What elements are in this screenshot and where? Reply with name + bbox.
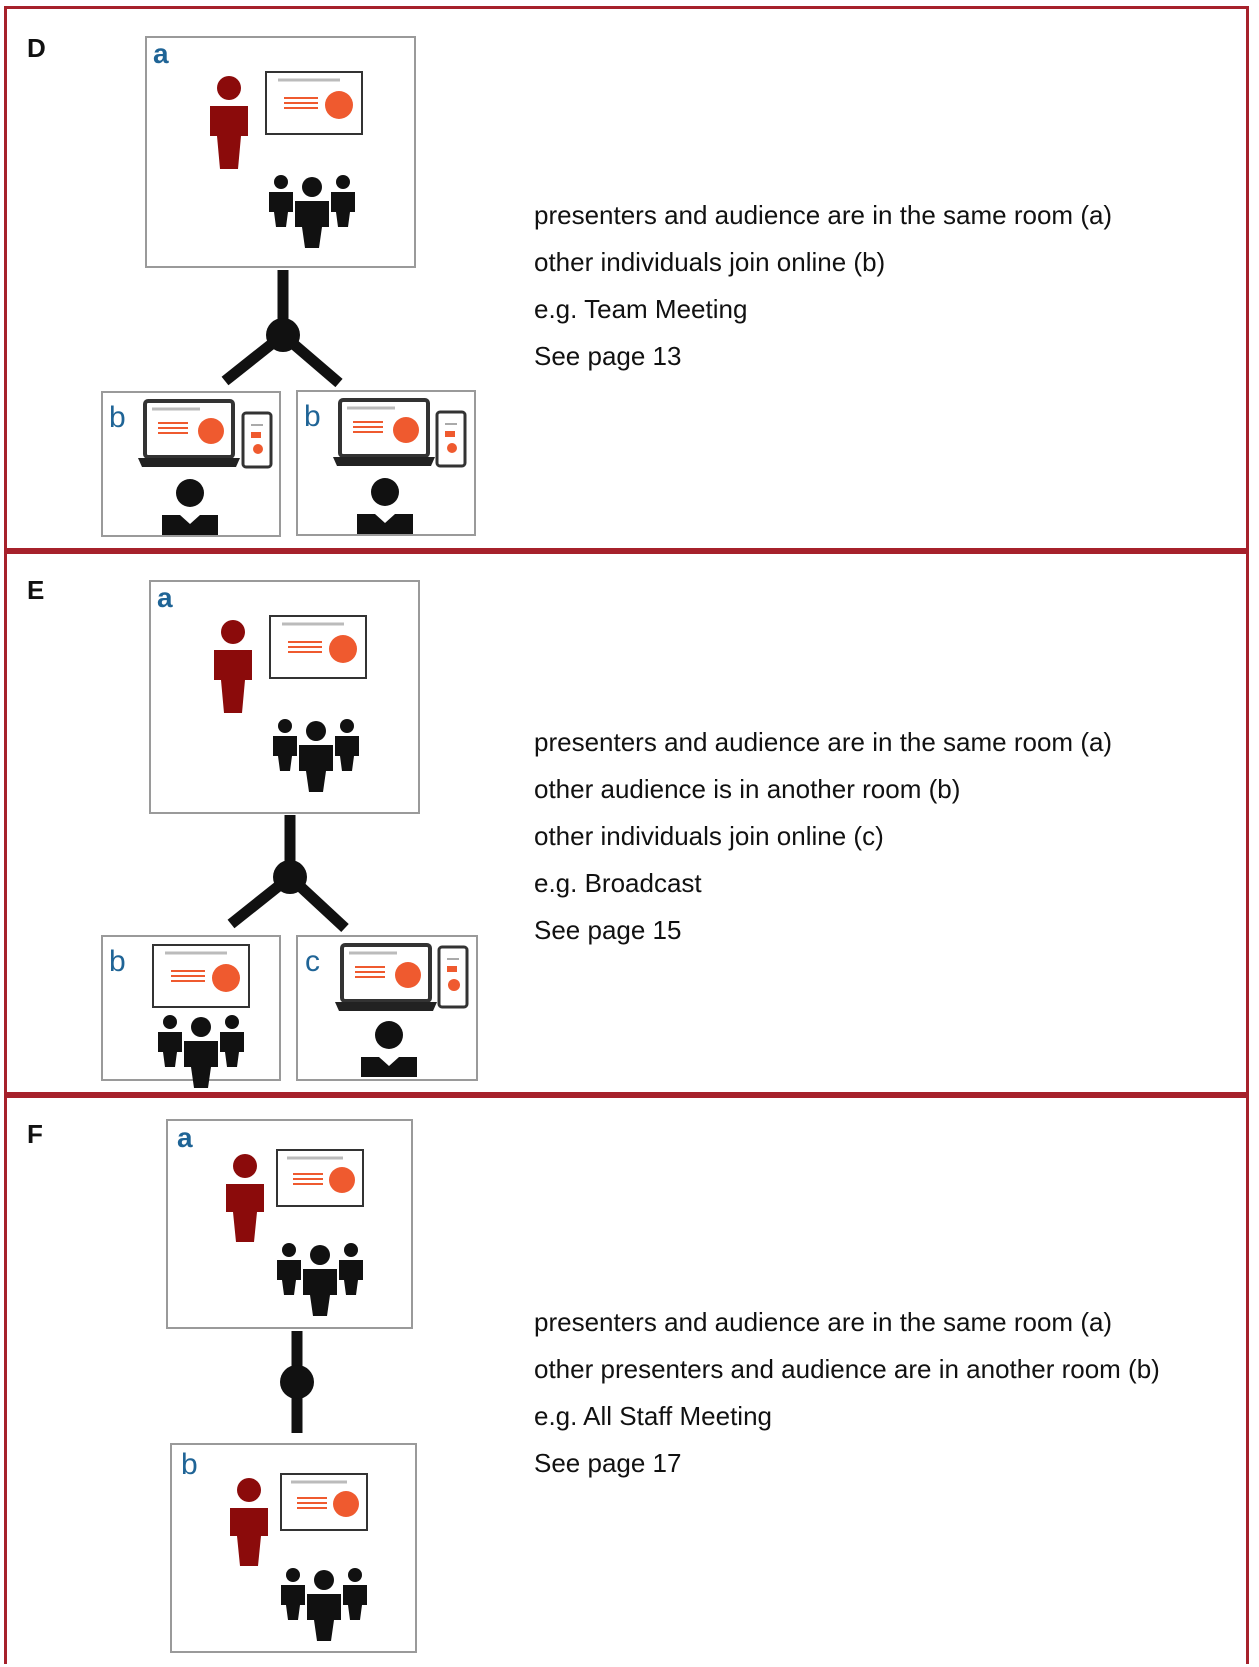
room-label: c [305, 945, 320, 978]
panel-letter: F [27, 1119, 43, 1149]
presentation-screen-icon [269, 615, 367, 679]
room-label: a [153, 38, 169, 69]
connector-hub [280, 1331, 314, 1433]
panel-letter: D [27, 33, 46, 63]
phone-icon [435, 410, 467, 468]
connection-diagram: a [101, 36, 476, 537]
presenter-icon [214, 620, 252, 713]
description-line: See page 15 [534, 915, 682, 945]
room-b-1: b [101, 391, 281, 537]
description-line: e.g. All Staff Meeting [534, 1401, 772, 1431]
description-line: other audience is in another room (b) [534, 774, 961, 804]
presentation-screen-icon [152, 944, 250, 1008]
panel-letter: E [27, 575, 45, 605]
room-a: a [149, 580, 420, 814]
laptop-icon [333, 398, 435, 466]
description-line: presenters and audience are in the same … [534, 200, 1113, 230]
room-b: b [170, 1443, 417, 1653]
description-line: presenters and audience are in the same … [534, 1307, 1113, 1337]
description-line: e.g. Team Meeting [534, 294, 748, 324]
description-line: See page 17 [534, 1448, 682, 1478]
presentation-screen-icon [280, 1473, 368, 1531]
description-line: e.g. Broadcast [534, 868, 702, 898]
presenter-icon [210, 76, 248, 169]
individual-icon [162, 479, 218, 535]
presentation-screen-icon [265, 71, 363, 135]
laptop-icon [335, 943, 437, 1011]
connector-hub [221, 270, 343, 388]
connector-hub [227, 815, 349, 933]
audience-icon [273, 719, 359, 792]
room-c: c [296, 935, 478, 1081]
presentation-screen-icon [276, 1149, 364, 1207]
description-lines: presenters and audience are in the same … [534, 192, 1112, 380]
audience-icon [277, 1243, 363, 1316]
room-b-2: b [296, 390, 476, 536]
connection-diagram: a b [166, 1119, 417, 1653]
presenter-icon [226, 1154, 264, 1242]
description-line: other presenters and audience are in ano… [534, 1354, 1160, 1384]
individual-icon [357, 478, 413, 534]
room-label: a [177, 1122, 193, 1153]
presenter-icon [230, 1478, 268, 1566]
description-lines: presenters and audience are in the same … [534, 1299, 1160, 1487]
room-a: a [166, 1119, 413, 1329]
individual-icon [361, 1021, 417, 1077]
panel-d: D a [4, 6, 1249, 554]
description-line: presenters and audience are in the same … [534, 727, 1113, 757]
laptop-icon [138, 399, 240, 467]
room-label: b [109, 401, 126, 434]
room-label: b [181, 1448, 198, 1481]
room-label: b [304, 400, 321, 433]
panel-f: F a [4, 1092, 1249, 1664]
description-line: other individuals join online (c) [534, 821, 884, 851]
description-line: See page 13 [534, 341, 682, 371]
panel-e: E a [4, 548, 1249, 1098]
room-a: a [145, 36, 416, 268]
description-line: other individuals join online (b) [534, 247, 886, 277]
phone-icon [241, 411, 273, 469]
audience-icon [158, 1015, 244, 1088]
room-label: a [157, 582, 173, 613]
room-b: b [101, 935, 281, 1088]
room-label: b [109, 945, 126, 978]
audience-icon [269, 175, 355, 248]
description-lines: presenters and audience are in the same … [534, 719, 1112, 954]
connection-diagram: a [101, 580, 478, 1088]
phone-icon [437, 945, 469, 1009]
audience-icon [281, 1568, 367, 1641]
